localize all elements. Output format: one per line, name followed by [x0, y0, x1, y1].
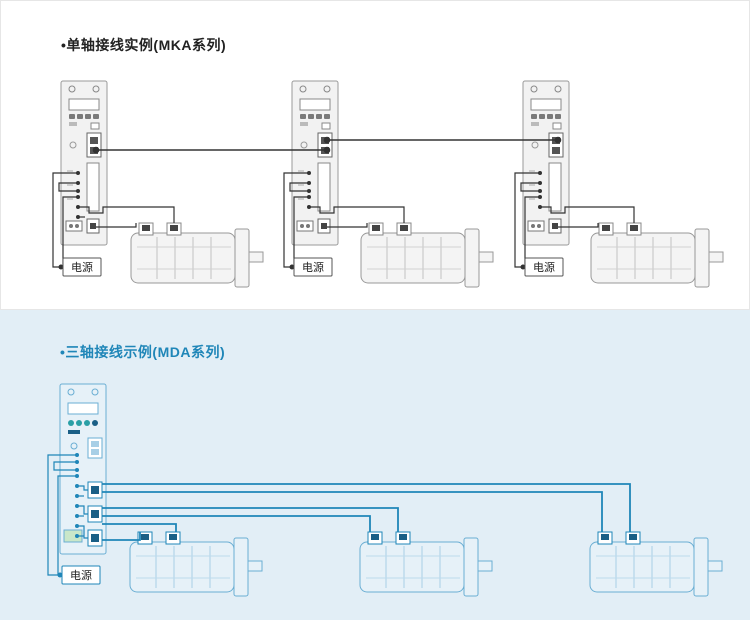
axis-cables [102, 483, 631, 541]
servo-motor-axis-3 [589, 531, 723, 597]
power-supply-2: 电源 [293, 257, 333, 277]
wire-terminals [58, 171, 542, 270]
driver-unit-3 [522, 80, 570, 246]
power-supply-1: 电源 [62, 257, 102, 277]
servo-motor-2 [360, 222, 494, 288]
power-supply-mda: 电源 [61, 565, 101, 585]
power-wires [52, 172, 635, 268]
power-label: 电源 [71, 260, 93, 274]
triple-axis-title: •三轴接线示例(MDA系列) [60, 344, 226, 360]
power-label: 电源 [70, 568, 92, 582]
blue-terminals [57, 453, 79, 578]
triple-axis-diagram: 电源 [47, 383, 723, 597]
triple-axis-section: •三轴接线示例(MDA系列) [0, 310, 750, 620]
servo-motor-3 [590, 222, 724, 288]
servo-motor-axis-1 [129, 531, 263, 597]
servo-motor-1 [130, 222, 264, 288]
single-axis-diagram: 电源 电源 电源 [52, 80, 724, 288]
single-axis-section: •单轴接线实例(MKA系列) [0, 0, 750, 310]
driver-unit-2 [291, 80, 339, 246]
multi-axis-driver [59, 383, 107, 555]
power-supply-3: 电源 [524, 257, 564, 277]
power-label: 电源 [302, 260, 324, 274]
power-label: 电源 [533, 260, 555, 274]
single-axis-title: •单轴接线实例(MKA系列) [61, 37, 227, 53]
driver-unit-1 [60, 80, 108, 246]
servo-motor-axis-2 [359, 531, 493, 597]
comm-link-wires [92, 136, 562, 154]
power-wires-blue [47, 454, 88, 576]
